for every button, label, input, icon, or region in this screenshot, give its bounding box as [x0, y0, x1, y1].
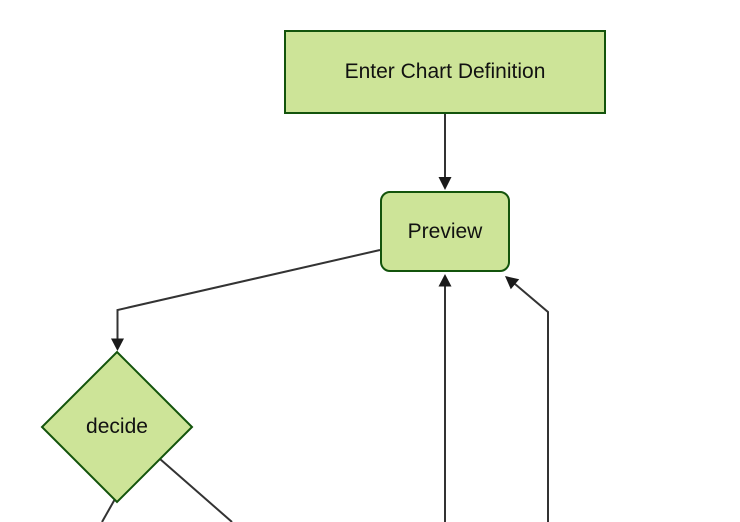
arrowhead-into-preview-corner-icon — [505, 276, 520, 290]
node-decide-shape — [40, 350, 194, 504]
edge-preview-to-decide — [116, 249, 381, 339]
node-preview: Preview — [380, 191, 510, 272]
edge-decide-to-offscreen-left — [101, 498, 116, 522]
arrowhead-into-preview-bottom-icon — [438, 274, 452, 287]
edge-offscreen-to-preview-corner — [514, 283, 549, 522]
node-enter-chart-definition: Enter Chart Definition — [284, 30, 606, 114]
node-preview-label: Preview — [407, 219, 483, 243]
edge-decide-to-offscreen-right — [159, 458, 233, 522]
arrowhead-into-decide-top-icon — [111, 338, 124, 351]
arrowhead-into-preview-top-icon — [438, 177, 452, 190]
node-enter-chart-definition-label: Enter Chart Definition — [344, 60, 546, 84]
